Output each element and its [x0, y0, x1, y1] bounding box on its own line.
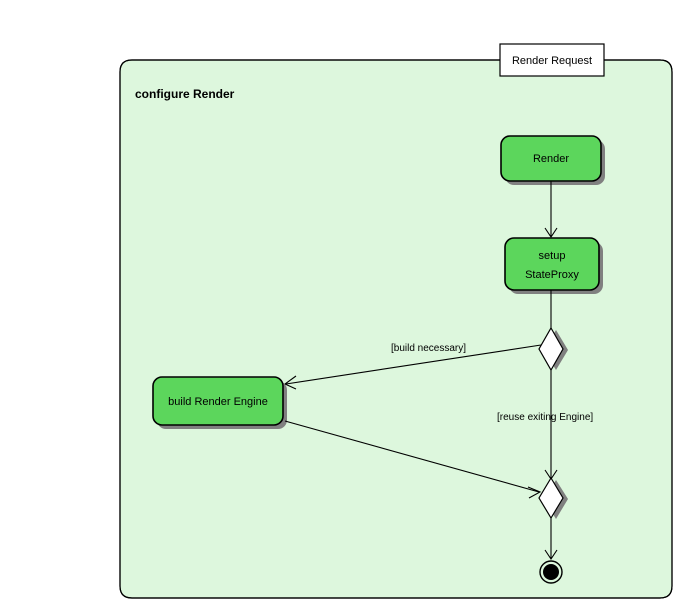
decision-node[interactable] — [538, 326, 568, 372]
action-node-setup-stateproxy[interactable]: setup StateProxy — [504, 237, 603, 294]
setup-node-body — [504, 237, 600, 291]
arrowhead-merge-final — [544, 549, 558, 560]
activity-final-node[interactable] — [539, 560, 563, 584]
edge-decision-to-build: [build necessary] — [283, 343, 542, 390]
arrowhead-decision-build — [283, 375, 297, 390]
action-node-render[interactable]: Render — [500, 135, 605, 185]
final-node-ring — [539, 560, 563, 584]
final-node-core — [543, 564, 559, 580]
entry-label-text: Render Request — [512, 55, 592, 67]
arrowhead-build-merge — [527, 486, 542, 499]
edge-line-build-merge — [284, 420, 540, 493]
edge-render-to-setup — [544, 181, 558, 238]
action-node-build-render-engine[interactable]: build Render Engine — [152, 376, 287, 429]
guard-label-reuse-existing: [reuse exiting Engine] — [497, 412, 593, 423]
partition-title: configure Render — [135, 87, 235, 101]
merge-node[interactable] — [538, 476, 568, 520]
partition-background — [121, 61, 671, 597]
setup-node-label-line2: StateProxy — [525, 269, 579, 281]
entry-label-box — [499, 43, 605, 77]
edge-build-to-merge — [284, 420, 542, 499]
activity-partition-frame — [119, 59, 673, 599]
edge-line-decision-build — [285, 344, 542, 385]
edge-merge-to-final — [544, 518, 558, 560]
partition-outline — [119, 59, 673, 599]
guard-label-build-necessary: [build necessary] — [391, 343, 466, 354]
render-node-label: Render — [533, 153, 569, 165]
entry-point-render-request: Render Request — [499, 43, 605, 77]
build-node-body — [152, 376, 284, 426]
build-node-label: build Render Engine — [168, 396, 268, 408]
setup-node-label-line1: setup — [539, 250, 566, 262]
arrowhead-render-setup — [544, 227, 558, 238]
